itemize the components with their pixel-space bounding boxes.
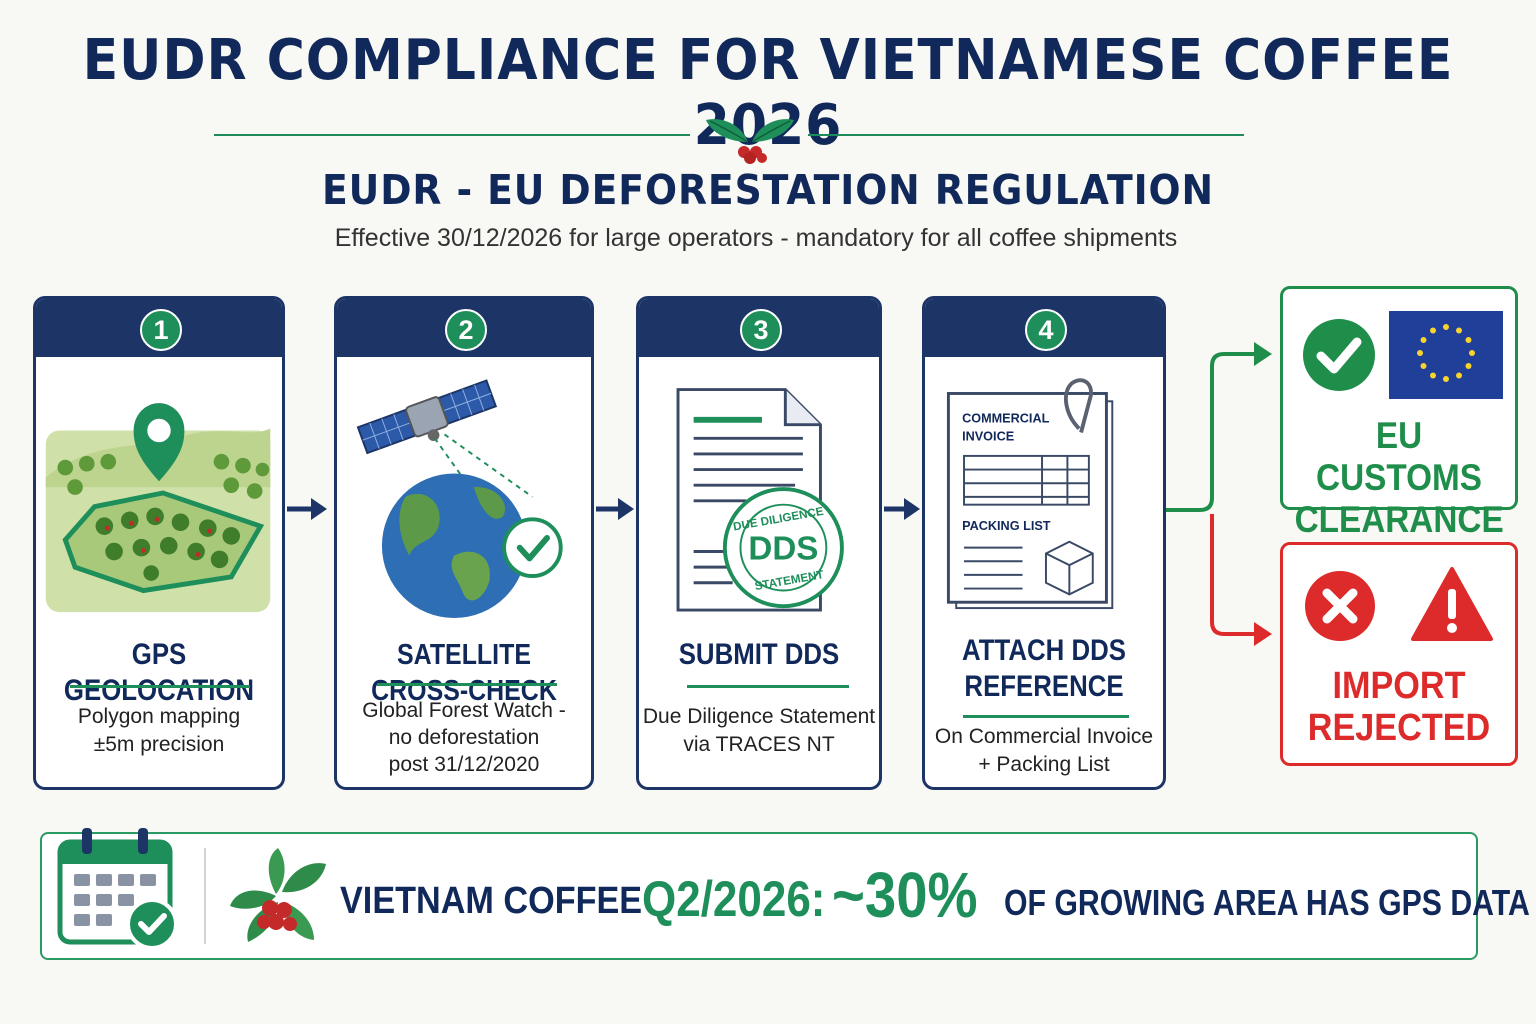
outcome-eu-customs-clearance: EU CUSTOMS CLEARANCE	[1280, 286, 1518, 540]
step-description: Due Diligence Statement via TRACES NT	[642, 705, 876, 756]
banner-label: VIETNAM COFFEE	[340, 880, 643, 922]
step-title-underline	[70, 685, 250, 688]
step-card-gps-geolocation: 1 GPS GEOLOCATION Polygon mapping ±5m pr…	[33, 296, 285, 790]
stamp-center-text: DDS	[748, 530, 818, 567]
step-number-badge: 2	[445, 309, 487, 351]
step-title-underline	[377, 683, 557, 686]
flow-arrow-icon	[884, 498, 920, 520]
calendar-check-icon	[57, 828, 178, 950]
banner-suffix: OF GROWING AREA HAS GPS DATA	[1004, 882, 1530, 923]
outcome-branch-arrows	[1166, 342, 1272, 646]
outcome-label: EU CUSTOMS CLEARANCE	[1294, 415, 1504, 540]
error-x-circle-icon	[1305, 571, 1375, 641]
invoice-label-line2: INVOICE	[962, 429, 1014, 443]
step-card-header: 4	[925, 299, 1163, 357]
eu-flag-icon	[1389, 311, 1503, 399]
banner-period: Q2/2026:	[642, 871, 826, 927]
step-card-submit-dds: 3 DUE DILIGENCE DDS STATEMENT SUBMIT DDS…	[636, 296, 882, 790]
packing-list-label: PACKING LIST	[962, 519, 1051, 533]
step-description: On Commercial Invoice + Packing List	[934, 725, 1154, 776]
flow-arrow-icon	[287, 498, 327, 520]
step-number-badge: 4	[1025, 309, 1067, 351]
step-title: SUBMIT DDS	[678, 638, 840, 671]
banner-divider	[204, 848, 206, 944]
coffee-leaf-icon	[706, 119, 794, 164]
coffee-branch-icon	[230, 848, 326, 942]
title-divider-right	[808, 134, 1244, 136]
step-title: ATTACH DDS REFERENCE	[962, 634, 1126, 703]
flow-arrow-icon	[596, 498, 634, 520]
banner-value: ~30%	[832, 859, 978, 931]
step-description: Polygon mapping ±5m precision	[77, 705, 241, 756]
step-title: SATELLITE CROSS-CHECK	[371, 639, 557, 707]
effective-date-note: Effective 30/12/2026 for large operators…	[334, 224, 1178, 252]
invoice-label-line1: COMMERCIAL	[962, 412, 1050, 426]
step-title: GPS GEOLOCATION	[63, 638, 255, 707]
step-number-badge: 3	[740, 309, 782, 351]
page-title: EUDR COMPLIANCE FOR VIETNAMESE COFFEE 20…	[82, 28, 1454, 158]
gps-coverage-banner: VIETNAM COFFEE Q2/2026: ~30% OF GROWING …	[40, 828, 1530, 960]
step-card-header: 3	[639, 299, 879, 357]
gps-pin-farm-icon	[45, 403, 271, 613]
satellite-globe-icon	[356, 379, 563, 619]
step-title-underline	[963, 715, 1129, 718]
step-card-attach-dds-reference: 4 COMMERCIAL INVOICE PACKING LIST ATTACH…	[922, 296, 1166, 790]
step-number-badge: 1	[140, 309, 182, 351]
dds-document-icon: DUE DILIGENCE DDS STATEMENT	[676, 388, 844, 612]
step-card-satellite-cross-check: 2 SATELLITE CROSS-CHECK Global Forest Wa…	[334, 296, 594, 790]
outcome-import-rejected: IMPORT REJECTED	[1280, 542, 1518, 766]
invoice-packing-list-icon: COMMERCIAL INVOICE PACKING LIST	[946, 378, 1114, 610]
outcome-label: IMPORT REJECTED	[1307, 665, 1491, 749]
title-divider-left	[214, 134, 690, 136]
regulation-subtitle: EUDR - EU DEFORESTATION REGULATION	[321, 166, 1215, 214]
step-description: Global Forest Watch - no deforestation p…	[362, 699, 566, 776]
warning-triangle-icon	[1411, 567, 1493, 641]
step-title-underline	[687, 685, 849, 688]
step-card-header: 1	[36, 299, 282, 357]
step-card-header: 2	[337, 299, 591, 357]
check-circle-icon	[1303, 319, 1375, 391]
